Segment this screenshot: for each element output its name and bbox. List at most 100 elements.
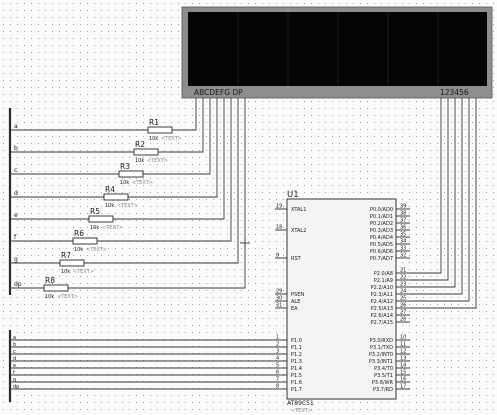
- resistor-r3[interactable]: [118, 170, 144, 178]
- wire-r7-to-display[interactable]: [84, 98, 239, 264]
- cursor-cross: [240, 238, 250, 248]
- resistor-text-r3: <TEXT>: [132, 180, 153, 186]
- wire-r8-to-display[interactable]: [68, 98, 246, 289]
- pin-1-num: 1: [276, 335, 279, 341]
- resistor-r4[interactable]: [103, 193, 129, 201]
- pin-8-num: 8: [276, 384, 279, 390]
- seven-segment-display[interactable]: ABCDEFG DP 123456: [181, 6, 493, 99]
- pin-28-num: 28: [400, 317, 406, 323]
- wire-digit-1[interactable]: [410, 98, 442, 274]
- wire-digit-3[interactable]: [410, 98, 456, 288]
- resistor-value-r6: 10k: [74, 247, 83, 253]
- resistor-text-r5: <TEXT>: [102, 225, 123, 231]
- segment-labels: ABCDEFG DP: [194, 88, 243, 97]
- resistor-ref-r2: R2: [135, 140, 145, 149]
- pin-38-name: P0.1/AD1: [370, 214, 393, 220]
- resistor-ref-r3: R3: [120, 162, 130, 171]
- pin-14-num: 14: [400, 363, 406, 369]
- wire-r6-to-display[interactable]: [97, 98, 232, 242]
- resistor-r2[interactable]: [133, 148, 159, 156]
- wire-r1-to-display[interactable]: [172, 98, 197, 131]
- pin-31-name: EA: [291, 306, 298, 312]
- bus-label-g: g: [14, 256, 18, 263]
- pin-11-num: 11: [400, 342, 406, 348]
- resistor-value-r1: 10k: [149, 136, 158, 142]
- pin-19-num: 19: [276, 204, 282, 210]
- pin-28-name: P2.7/A15: [371, 320, 393, 326]
- bus-bottom-label-e: e: [13, 363, 16, 369]
- pin-12-num: 12: [400, 349, 406, 355]
- pin-36-num: 36: [400, 225, 406, 231]
- pin-9-name: RST: [291, 256, 302, 262]
- pin-4-num: 4: [276, 356, 279, 362]
- resistor-r6[interactable]: [72, 237, 98, 245]
- resistor-r5[interactable]: [88, 215, 114, 223]
- pin-10-name: P3.0/RXD: [370, 338, 394, 344]
- pin-29-num: 29: [276, 289, 282, 295]
- pin-34-num: 34: [400, 239, 406, 245]
- wire-digit-5[interactable]: [410, 98, 470, 302]
- pin-5-name: P1.4: [291, 366, 302, 372]
- chip-left-pins: 19XTAL118XTAL29RST29PSEN30ALE31EA1P1.02P…: [275, 204, 306, 393]
- microcontroller[interactable]: U1 19XTAL118XTAL29RST29PSEN30ALE31EA1P1.…: [275, 190, 410, 414]
- pin-6-name: P1.5: [291, 373, 302, 379]
- pin-6-num: 6: [276, 370, 279, 376]
- resistor-ref-r8: R8: [45, 276, 55, 285]
- digit-wires: [410, 98, 477, 309]
- resistor-r7[interactable]: [59, 259, 85, 267]
- pin-39-num: 39: [400, 204, 406, 210]
- bus-bottom-label-a: a: [13, 335, 16, 341]
- resistor-text-r4: <TEXT>: [117, 203, 138, 209]
- wire-digit-4[interactable]: [410, 98, 463, 295]
- bus-bottom-label-b: b: [13, 342, 16, 348]
- wire-r3-to-display[interactable]: [143, 98, 211, 175]
- pin-32-num: 32: [400, 253, 406, 259]
- bus-label-dp: dp: [14, 281, 22, 288]
- pin-2-name: P1.1: [291, 345, 302, 351]
- pin-25-num: 25: [400, 296, 406, 302]
- resistor-value-r5: 10k: [90, 225, 99, 231]
- pin-36-name: P0.3/AD3: [370, 228, 393, 234]
- pin-12-name: P3.2/INT0: [369, 352, 393, 358]
- pin-15-name: P3.5/T1: [374, 373, 393, 379]
- resistor-r1[interactable]: [147, 126, 173, 134]
- resistor-text-r7: <TEXT>: [73, 269, 94, 275]
- resistor-ref-r7: R7: [61, 251, 71, 260]
- pin-17-num: 17: [400, 384, 406, 390]
- wire-r5-to-display[interactable]: [113, 98, 225, 220]
- pin-31-num: 31: [276, 303, 282, 309]
- pin-22-num: 22: [400, 275, 406, 281]
- bus-label-c: c: [14, 167, 17, 174]
- resistor-r8[interactable]: [43, 284, 69, 292]
- resistor-text-r6: <TEXT>: [86, 247, 107, 253]
- pin-35-name: P0.4/AD4: [370, 235, 393, 241]
- resistor-ref-r5: R5: [90, 207, 100, 216]
- resistor-ref-r6: R6: [74, 229, 84, 238]
- pin-5-num: 5: [276, 363, 279, 369]
- resistor-value-r8: 10k: [45, 294, 54, 300]
- bus-label-a: a: [14, 123, 18, 130]
- pin-24-name: P2.3/A11: [371, 292, 393, 298]
- pin-33-num: 33: [400, 246, 406, 252]
- wire-digit-6[interactable]: [410, 98, 477, 309]
- wire-digit-2[interactable]: [410, 98, 449, 281]
- pin-33-name: P0.6/AD6: [370, 249, 393, 255]
- pin-2-num: 2: [276, 342, 279, 348]
- wire-r2-to-display[interactable]: [158, 98, 204, 153]
- bus-bottom-label-c: c: [13, 349, 16, 355]
- pin-30-name: ALE: [291, 299, 300, 305]
- pin-8-name: P1.7: [291, 387, 302, 393]
- chip-right-pins: 39P0.0/AD038P0.1/AD137P0.2/AD236P0.3/AD3…: [369, 204, 410, 393]
- pin-7-num: 7: [276, 377, 279, 383]
- resistor-value-r7: 10k: [61, 269, 70, 275]
- resistor-value-r3: 10k: [120, 180, 129, 186]
- resistor-ref-r4: R4: [105, 185, 115, 194]
- wire-r4-to-display[interactable]: [128, 98, 218, 198]
- resistor-value-r2: 10k: [135, 158, 144, 164]
- pin-37-name: P0.2/AD2: [370, 221, 393, 227]
- pin-23-name: P2.2/A10: [371, 285, 393, 291]
- pin-30-num: 30: [276, 296, 282, 302]
- bus-label-d: d: [14, 190, 18, 197]
